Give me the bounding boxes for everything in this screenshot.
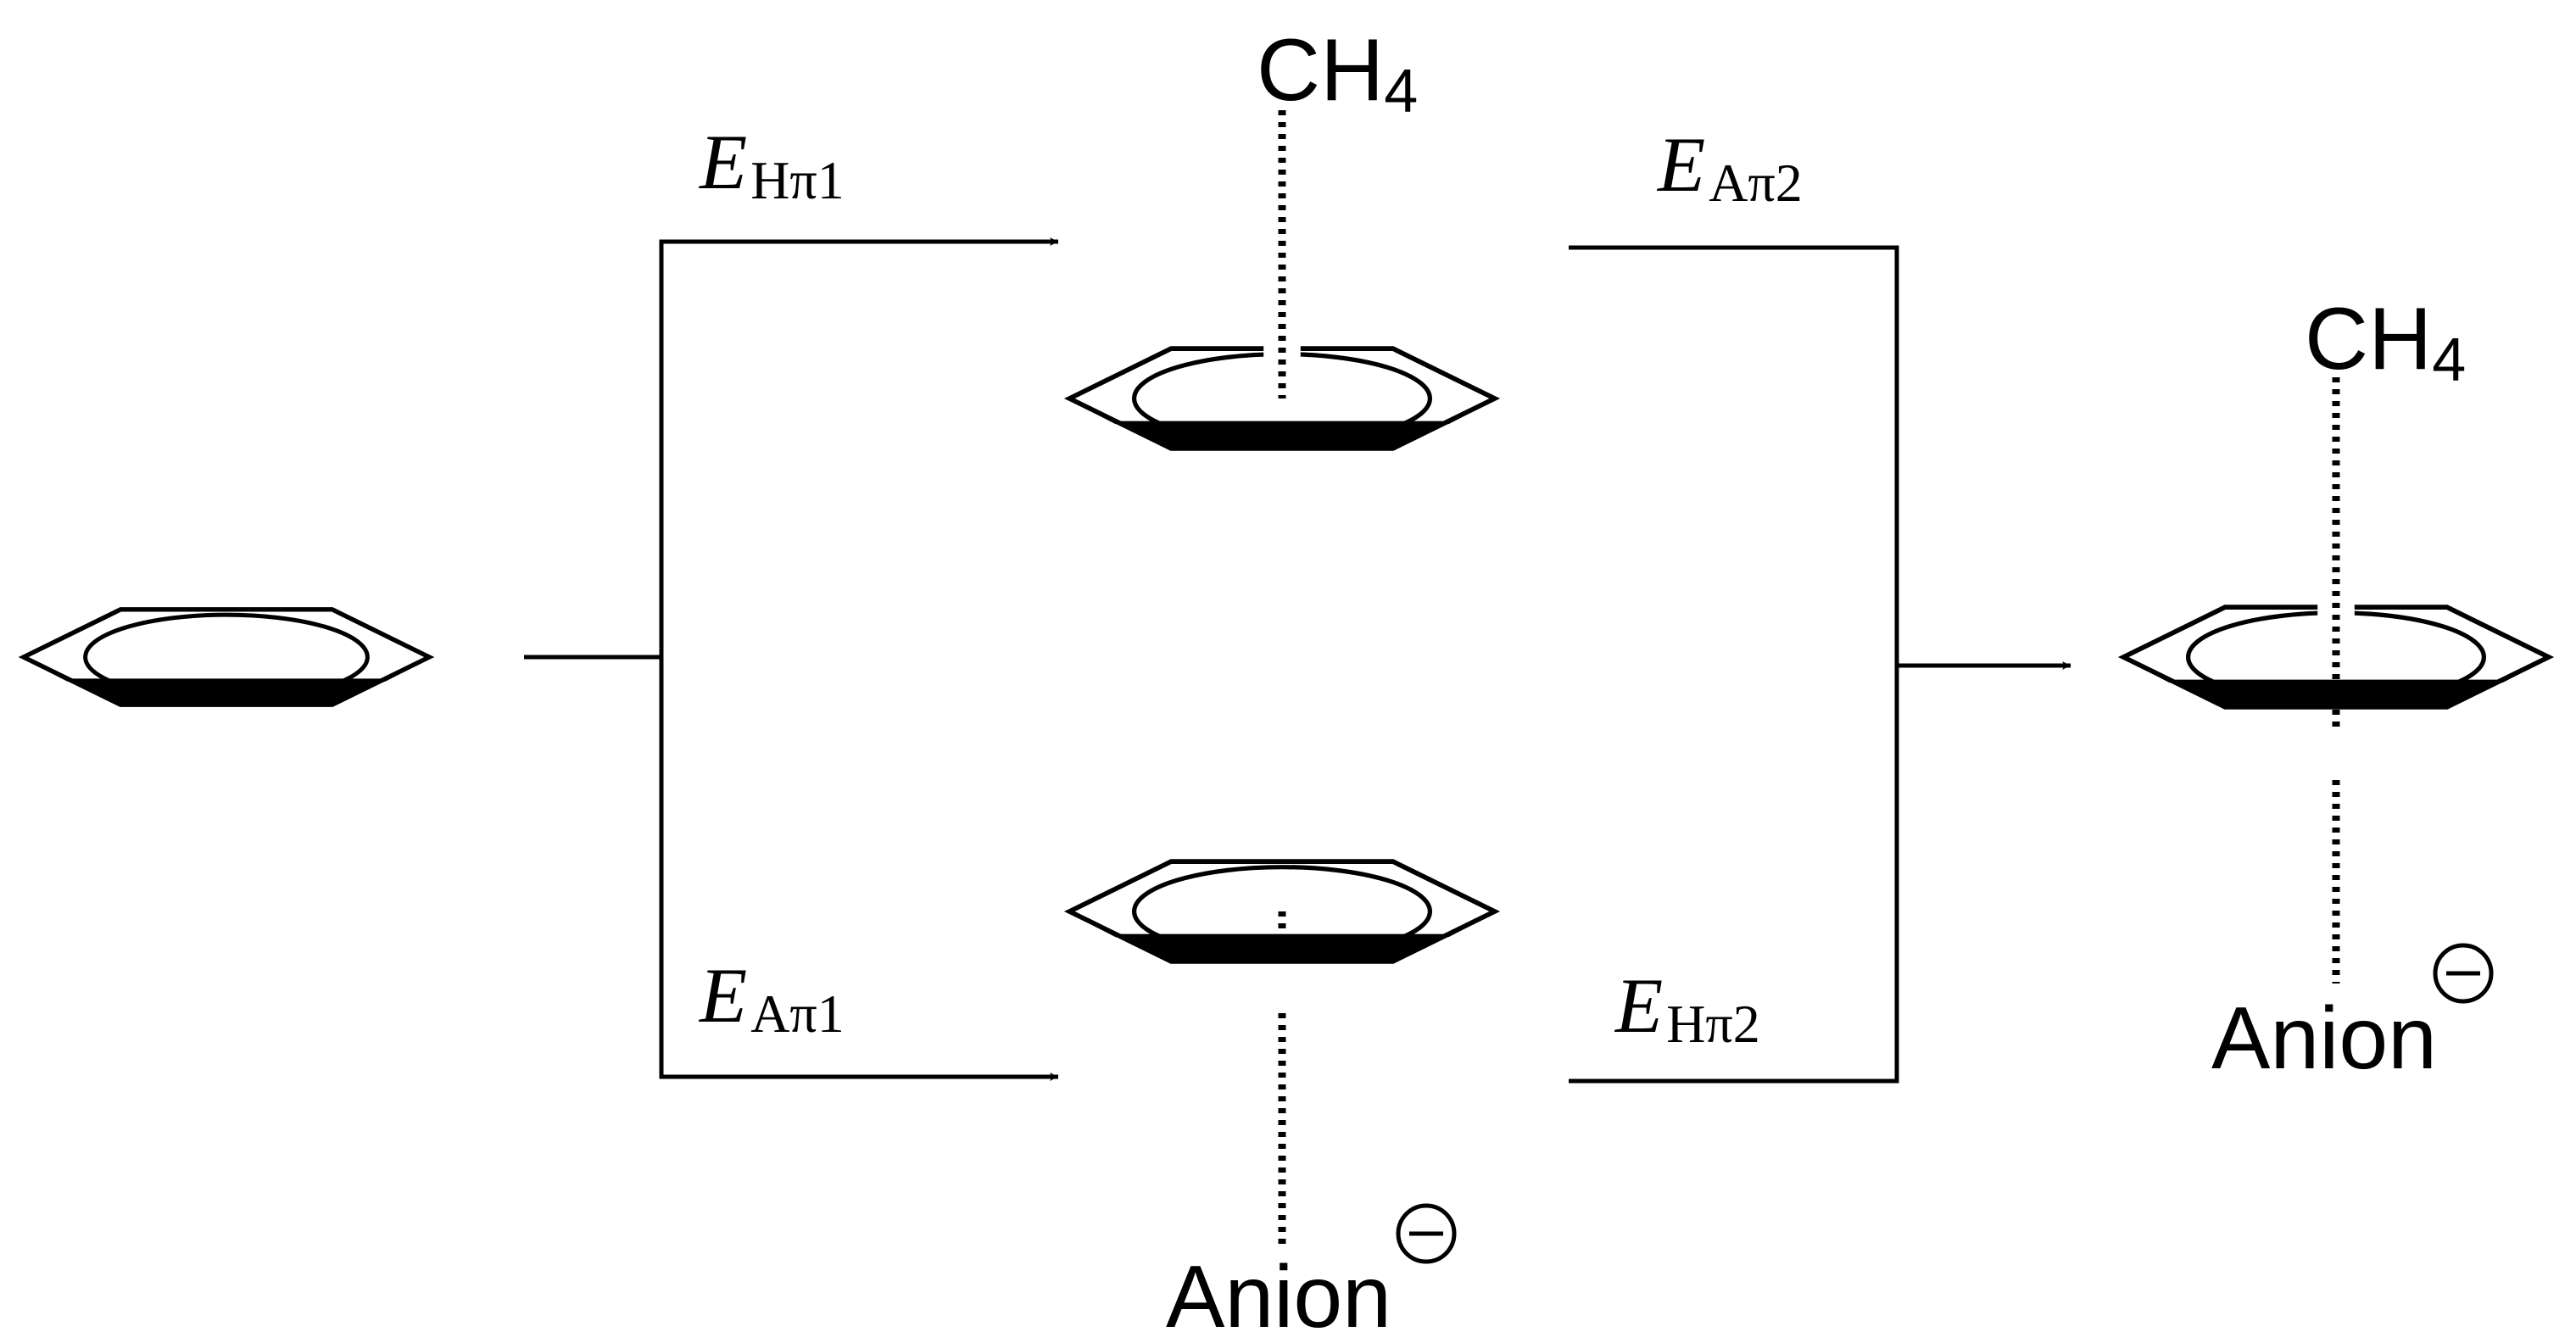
energy-label-a-pi-1: EAπ1 (698, 952, 845, 1044)
benzene-methane-complex: CH4 (1063, 21, 1501, 451)
anion-label-bottom: Anion (1166, 1248, 1391, 1343)
charge-icon-bottom (1396, 1203, 1457, 1264)
energy-label-a-pi-2: EAπ2 (1656, 121, 1803, 213)
energy-label-h-pi-2: EHπ2 (1614, 962, 1760, 1054)
ternary-complex: CH4 Anion (2117, 290, 2555, 1088)
methane-label-right: CH4 (2305, 290, 2466, 394)
charge-icon-right (2433, 943, 2494, 1004)
pathway-lines (524, 237, 2071, 1084)
merge-bracket (1569, 245, 1899, 1084)
anion-label-right: Anion (2211, 989, 2437, 1088)
methane-label-top: CH4 (1257, 21, 1418, 125)
benzene-reactant (18, 607, 435, 707)
benzene-anion-complex: Anion (1063, 859, 1501, 1343)
energy-label-h-pi-1: EHπ1 (698, 119, 845, 210)
